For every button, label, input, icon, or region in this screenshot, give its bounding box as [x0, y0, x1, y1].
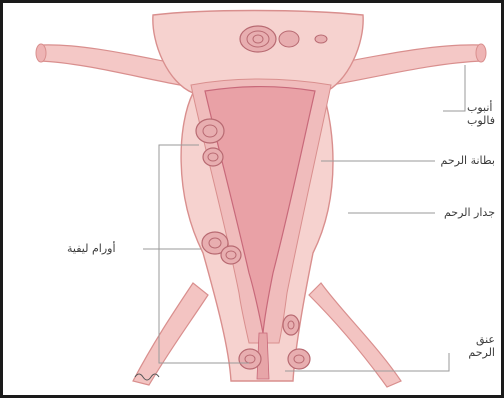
label-endometrium: بطانة الرحم: [441, 154, 496, 167]
label-fallopian-line1: أنبوب: [467, 101, 495, 114]
leader-fallopian: [443, 65, 465, 111]
label-fallopian-line2: فالوب: [467, 114, 495, 127]
label-fallopian-tube: أنبوب فالوب: [467, 101, 495, 127]
left-tube-opening: [36, 44, 46, 62]
uterus-illustration: [3, 3, 504, 398]
label-cervix-line1: عنق: [468, 333, 495, 346]
label-cervix-line2: الرحم: [468, 346, 495, 359]
right-tube-opening: [476, 44, 486, 62]
left-vaginal-wall: [133, 283, 208, 385]
label-uterine-wall: جدار الرحم: [444, 206, 495, 219]
label-cervix: عنق الرحم: [468, 333, 495, 359]
label-fibroids: أورام ليفية: [67, 242, 116, 255]
fibroid-lower-left: [239, 349, 261, 369]
